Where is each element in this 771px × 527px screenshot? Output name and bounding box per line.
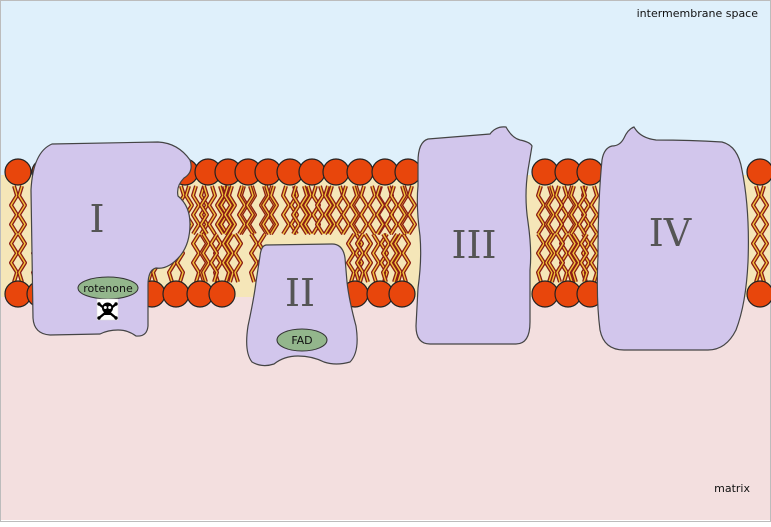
lipid-tail-highlight [246, 185, 254, 235]
lipid-head [322, 158, 350, 186]
complex-i-label: I [89, 197, 104, 241]
lipid-tail-highlight [262, 185, 270, 235]
lipid-head [388, 280, 416, 308]
lipid-tail-highlight [568, 233, 576, 283]
lipid-tail-highlight [282, 185, 290, 235]
lipid-tail-highlight [228, 185, 236, 235]
complex-iii[interactable]: III [415, 126, 533, 345]
lipid-tail-highlight [368, 185, 376, 235]
lipid-tail-highlight [590, 233, 598, 283]
fad-label: FAD [291, 334, 312, 347]
lipid-tail-highlight [364, 233, 372, 283]
lipid-tail-highlight [760, 233, 768, 283]
lipid-tail-highlight [760, 185, 768, 235]
lipid-tail-highlight [390, 185, 398, 235]
lipid-tail-highlight [537, 233, 545, 283]
lipid-tail-highlight [300, 185, 308, 235]
rotenone-label: rotenone [83, 282, 133, 295]
complex-iii-shape [415, 126, 533, 345]
lipid-head [576, 158, 604, 186]
lipid-tail-highlight [372, 233, 380, 283]
lipid-tail-highlight [398, 185, 406, 235]
lipid-tail-highlight [234, 233, 242, 283]
complex-iii-label: III [451, 223, 496, 267]
lipid-head [746, 158, 771, 186]
complex-i[interactable]: I [30, 141, 192, 337]
lipid-tail-highlight [304, 185, 312, 235]
lipid-tail-highlight [10, 185, 18, 235]
lipid-tail-highlight [570, 185, 578, 235]
complex-iv-shape [596, 126, 749, 351]
lipid-tail-highlight [18, 233, 26, 283]
complex-i-shape [30, 141, 192, 337]
lipid-tail-highlight [185, 185, 193, 235]
lipid-head [371, 158, 399, 186]
complex-iv[interactable]: IV [596, 126, 749, 351]
lipid-tail-highlight [590, 185, 598, 235]
lipid-tail-highlight [202, 233, 210, 283]
complex-ii[interactable]: II [246, 243, 358, 367]
lipid-head [346, 158, 374, 186]
lipid-head [298, 158, 326, 186]
skull-crossbones-icon [96, 298, 119, 321]
lipid-tail-highlight [208, 185, 216, 235]
complex-iv-label: IV [649, 211, 692, 255]
lipid-tail-highlight [548, 233, 556, 283]
lipid-tail-highlight [402, 233, 410, 283]
lipid-tail-highlight [376, 185, 384, 235]
lipid-head [531, 280, 559, 308]
lipid-tail-highlight [226, 233, 234, 283]
lipid-tail-highlight [537, 185, 545, 235]
lipid-tail-highlight [10, 233, 18, 283]
lipid-tail-highlight [572, 233, 580, 283]
lipid-tail-highlight [342, 185, 350, 235]
rotenone-tag: rotenone [77, 276, 139, 300]
lipid-tail-highlight [222, 233, 230, 283]
lipid-tail-highlight [328, 185, 336, 235]
lipid-tail-highlight [408, 185, 416, 235]
lipid-tail-highlight [210, 233, 218, 283]
lipid-head [746, 280, 771, 308]
lipid-head [531, 158, 559, 186]
lipid-tail-highlight [545, 233, 553, 283]
lipid-tail-highlight [250, 233, 258, 283]
lipid-head [162, 280, 190, 308]
lipid-tail-highlight [752, 233, 760, 283]
lipid-tail-highlight [292, 185, 300, 235]
lipid-tail-highlight [216, 185, 224, 235]
lipid-tail-highlight [192, 185, 200, 235]
lipid-tail-highlight [382, 233, 390, 283]
lipid-tail-highlight [356, 233, 364, 283]
lipid-tail-highlight [270, 185, 278, 235]
complex-ii-shape [246, 243, 358, 367]
lipid-tail-highlight [347, 233, 355, 283]
lipid-tail-highlight [556, 233, 564, 283]
lipid-tail-highlight [555, 185, 563, 235]
lipid-tail-highlight [350, 185, 358, 235]
lipid-tail-highlight [752, 185, 760, 235]
lipid-tail-highlight [547, 185, 555, 235]
lipid-tail-highlight [224, 185, 232, 235]
fad-tag: FAD [276, 328, 328, 352]
matrix-label: matrix [714, 482, 750, 495]
lipid-head [4, 158, 32, 186]
lipid-tail-highlight [390, 233, 398, 283]
complex-ii-label: II [285, 271, 315, 315]
lipid-head [208, 280, 236, 308]
lipid-tail-highlight [580, 233, 588, 283]
lipid-tail-highlight [394, 233, 402, 283]
lipid-head [394, 158, 422, 186]
lipid-tail-highlight [578, 185, 586, 235]
lipid-tail-highlight [18, 185, 26, 235]
lipid-tail-highlight [238, 185, 246, 235]
lipid-tail-highlight [200, 185, 208, 235]
lipid-tail-highlight [324, 185, 332, 235]
lipid-tail-highlight [360, 185, 368, 235]
fad-oval [276, 328, 328, 352]
lipid-tail-highlight [316, 185, 324, 235]
lipid-tail-highlight [192, 233, 200, 283]
intermembrane-space-label: intermembrane space [637, 7, 759, 20]
